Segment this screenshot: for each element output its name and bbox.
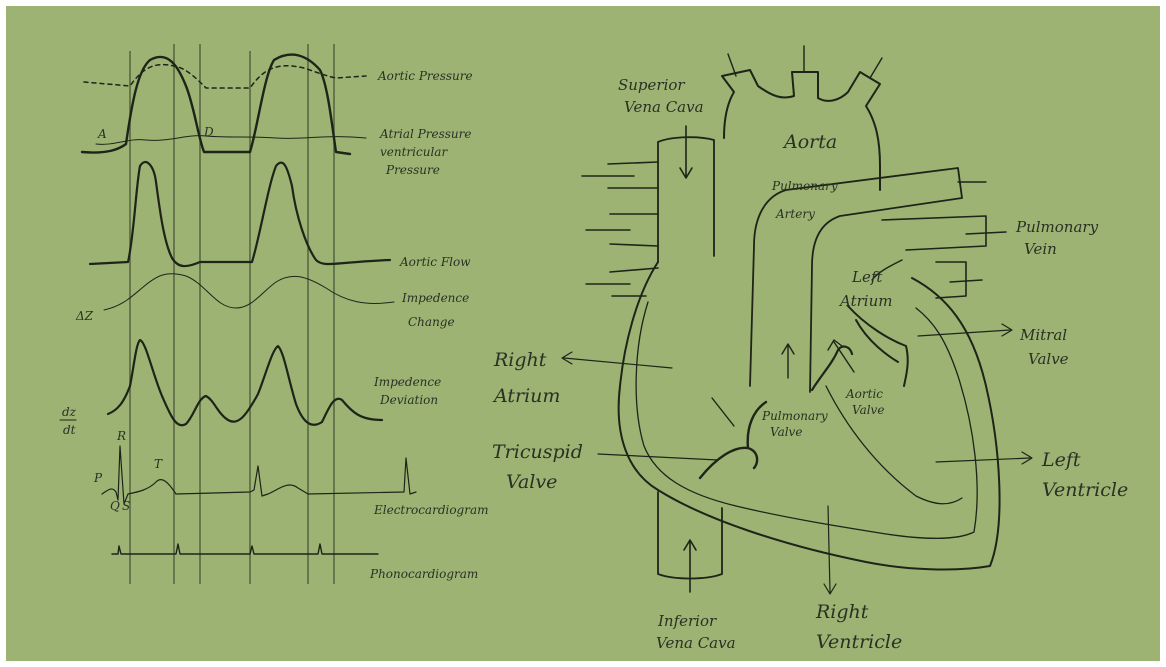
ecg-q: Q	[110, 499, 120, 513]
mitral-valve-label-2: Valve	[1028, 350, 1069, 368]
impedance-change-label-1: Impedence	[401, 291, 469, 305]
tricuspid-valve-label-1: Tricuspid	[492, 441, 583, 463]
aortic-pressure-label: Aortic Pressure	[377, 69, 473, 83]
marker-a: A	[97, 127, 107, 141]
aortic-valve-label-2: Valve	[852, 403, 884, 417]
aorta-label: Aorta	[782, 131, 837, 153]
pulmonary-valve-label-2: Valve	[770, 425, 802, 439]
inferior-vena-cava-label-2: Vena Cava	[656, 634, 736, 652]
atrial-pressure-label: Atrial Pressure	[379, 127, 471, 141]
ventricular-pressure-label-2: Pressure	[385, 163, 440, 177]
ventricular-pressure-label-1: ventricular	[380, 145, 448, 159]
right-atrium-label-2: Atrium	[492, 385, 560, 407]
right-ventricle-label-1: Right	[815, 601, 869, 623]
mitral-valve-label-1: Mitral	[1019, 326, 1067, 344]
right-ventricle-label-2: Ventricle	[816, 631, 902, 653]
ecg-p: P	[93, 471, 103, 485]
delta-z-label: ΔZ	[75, 309, 94, 323]
impedance-deviation-label-1: Impedence	[373, 375, 441, 389]
phonocardiogram-label: Phonocardiogram	[369, 567, 478, 581]
aortic-flow-label: Aortic Flow	[399, 255, 471, 269]
paper-background	[6, 6, 1160, 661]
ecg-r: R	[116, 429, 126, 443]
dzdt-denominator: dt	[63, 423, 76, 437]
whiteboard: A D Aortic Pressure Atrial Pressure vent…	[6, 6, 1160, 661]
pulmonary-vein-label-1: Pulmonary	[1015, 218, 1099, 236]
pulmonary-artery-label-1: Pulmonary	[771, 179, 838, 193]
electrocardiogram-label: Electrocardiogram	[373, 503, 489, 517]
hand-drawn-diagram: A D Aortic Pressure Atrial Pressure vent…	[6, 6, 1160, 661]
left-ventricle-label-1: Left	[1041, 449, 1081, 471]
dzdt-numerator: dz	[62, 405, 77, 419]
left-ventricle-label-2: Ventricle	[1042, 479, 1128, 501]
inferior-vena-cava-label-1: Inferior	[657, 612, 717, 630]
left-atrium-label-2: Atrium	[838, 292, 892, 310]
pulmonary-artery-label-2: Artery	[775, 207, 815, 221]
marker-d: D	[203, 125, 214, 139]
impedance-change-label-2: Change	[408, 315, 455, 329]
ecg-s: S	[122, 499, 130, 513]
superior-vena-cava-label-2: Vena Cava	[624, 98, 704, 116]
pulmonary-vein-label-2: Vein	[1024, 240, 1057, 258]
ecg-t: T	[154, 457, 163, 471]
pulmonary-valve-label-1: Pulmonary	[761, 409, 828, 423]
left-atrium-label-1: Left	[851, 268, 883, 286]
tricuspid-valve-label-2: Valve	[506, 471, 557, 493]
aortic-valve-label-1: Aortic	[845, 387, 883, 401]
right-atrium-label-1: Right	[493, 349, 547, 371]
impedance-deviation-label-2: Deviation	[379, 393, 438, 407]
superior-vena-cava-label-1: Superior	[618, 76, 685, 94]
